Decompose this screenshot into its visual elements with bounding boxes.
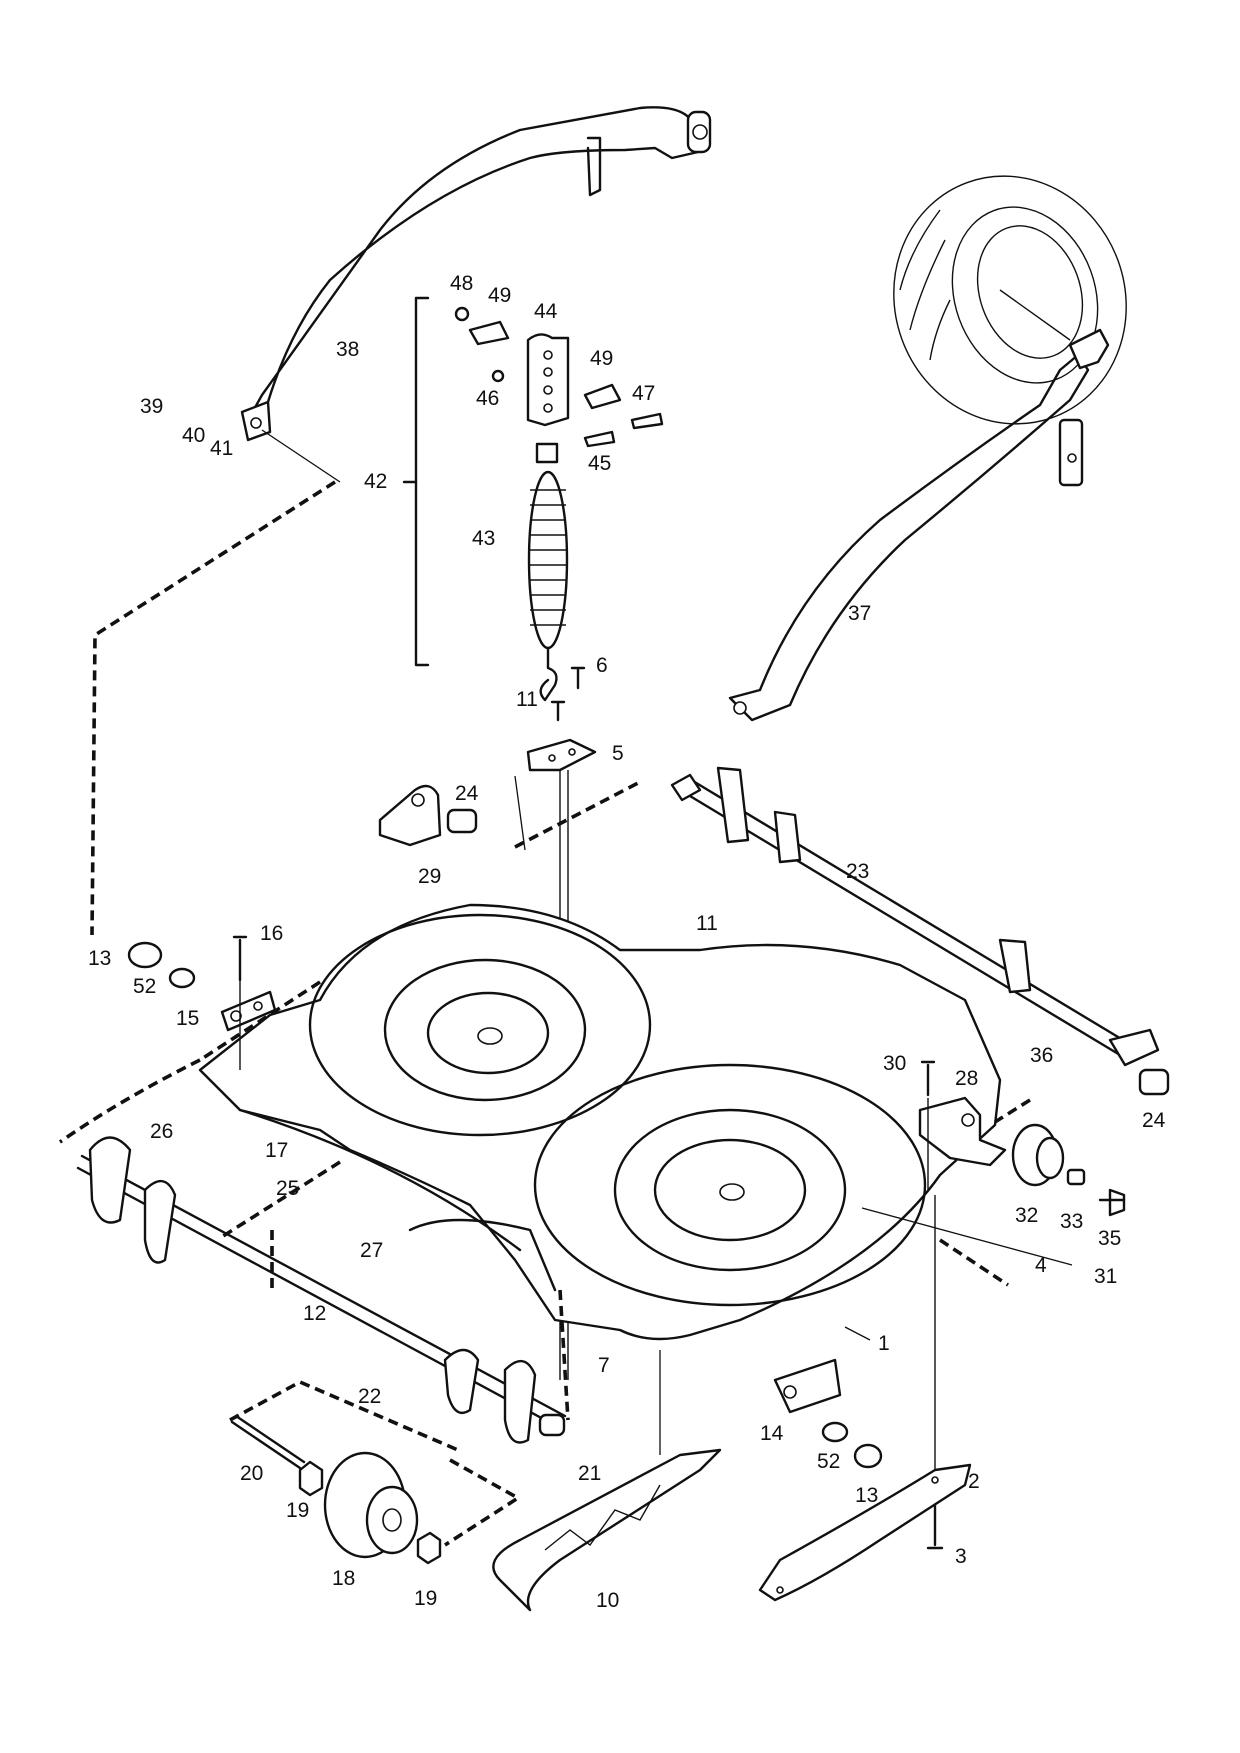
bracket-29 (378, 784, 478, 847)
callout-19a: 19 (286, 1499, 309, 1522)
callout-35: 35 (1098, 1227, 1121, 1250)
callout-37: 37 (848, 602, 871, 625)
callout-19b: 19 (414, 1587, 437, 1610)
callout-38: 38 (336, 338, 359, 361)
callout-49a: 49 (488, 284, 511, 307)
callout-6: 6 (596, 654, 608, 677)
callout-23: 23 (846, 860, 869, 883)
callout-1: 1 (878, 1332, 890, 1355)
callout-27: 27 (360, 1239, 383, 1262)
callout-labels: 1 2 3 4 5 6 7 10 11 11 12 13 13 14 15 16… (88, 272, 1166, 1612)
callout-24b: 24 (1142, 1109, 1166, 1132)
callout-45: 45 (588, 452, 611, 475)
callout-29: 29 (418, 865, 441, 888)
callout-15: 15 (176, 1007, 199, 1030)
callout-21: 21 (578, 1462, 601, 1485)
callout-18: 18 (332, 1567, 355, 1590)
bracket-14 (773, 1358, 883, 1469)
callout-52b: 52 (817, 1450, 840, 1473)
callout-16: 16 (260, 922, 283, 945)
callout-2: 2 (968, 1470, 980, 1493)
tractor-wheel (893, 175, 1127, 425)
skid-plate-2 (758, 1195, 972, 1602)
callout-39: 39 (140, 395, 163, 418)
callout-32: 32 (1015, 1204, 1038, 1227)
callout-52a: 52 (133, 975, 156, 998)
callout-40: 40 (182, 424, 205, 447)
callout-5: 5 (612, 742, 624, 765)
callout-25: 25 (276, 1177, 299, 1200)
roller-32 (1011, 1123, 1126, 1217)
callout-4: 4 (1035, 1254, 1047, 1277)
callout-46: 46 (476, 387, 499, 410)
mower-deck-housing (198, 903, 1002, 1341)
roller-wheel-18 (230, 1414, 442, 1565)
callout-36: 36 (1030, 1044, 1053, 1067)
callout-20: 20 (240, 1462, 263, 1485)
callout-17: 17 (265, 1139, 288, 1162)
lift-arm-37 (728, 328, 1110, 722)
callout-12: 12 (303, 1302, 326, 1325)
callout-26: 26 (150, 1120, 173, 1143)
callout-30: 30 (883, 1052, 906, 1075)
callout-14: 14 (760, 1422, 784, 1445)
cross-shaft-23 (670, 766, 1170, 1096)
bracket-28 (918, 1060, 1007, 1190)
bracket-15 (127, 935, 277, 1070)
callout-13a: 13 (88, 947, 111, 970)
callout-22: 22 (358, 1385, 381, 1408)
anti-scalp-bar-10 (492, 1448, 722, 1612)
callout-11b: 11 (696, 912, 718, 935)
callout-48: 48 (450, 272, 473, 295)
callout-10: 10 (596, 1589, 619, 1612)
callout-47: 47 (632, 382, 655, 405)
callout-31: 31 (1094, 1265, 1117, 1288)
callout-49b: 49 (590, 347, 613, 370)
callout-7: 7 (598, 1354, 610, 1377)
front-axle-12 (76, 1136, 567, 1444)
callout-42: 42 (364, 470, 387, 493)
spring-assembly-42 (402, 296, 664, 702)
lift-arm-38 (240, 106, 712, 442)
callout-44: 44 (534, 300, 558, 323)
callout-28: 28 (955, 1067, 978, 1090)
callout-3: 3 (955, 1545, 967, 1568)
callout-leader-lines (261, 429, 1073, 1455)
dashed-connection-lines (58, 480, 1031, 1547)
callout-33: 33 (1060, 1210, 1083, 1233)
callout-41: 41 (210, 437, 233, 460)
callout-43: 43 (472, 527, 495, 550)
callout-13b: 13 (855, 1484, 878, 1507)
callout-11a: 11 (516, 688, 538, 711)
callout-24a: 24 (455, 782, 479, 805)
